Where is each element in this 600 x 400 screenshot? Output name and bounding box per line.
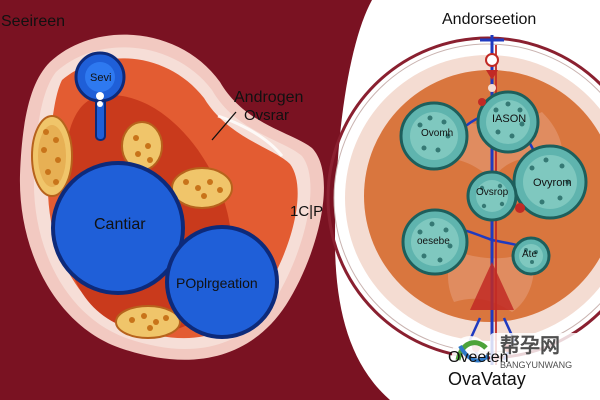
label-seeireen: Seeireen bbox=[1, 13, 66, 30]
follicle bbox=[115, 305, 181, 339]
label-ovsrop: Ovsrop bbox=[476, 187, 509, 198]
label-ate: Ate bbox=[522, 249, 538, 260]
follicle bbox=[171, 167, 233, 209]
label-androgen: Androgen bbox=[234, 89, 304, 106]
label-center-mark: 1C|P bbox=[290, 203, 324, 220]
follicle bbox=[31, 115, 73, 197]
label-iason: IASON bbox=[492, 113, 527, 125]
right-ovary bbox=[326, 35, 600, 365]
left-organ bbox=[19, 34, 324, 360]
label-andorseetion: Andorseetion bbox=[442, 11, 537, 28]
label-ovyrom: Ovyrom bbox=[533, 177, 572, 189]
label-poplr: POplrgeation bbox=[176, 275, 258, 291]
label-sevi: Sevi bbox=[90, 72, 112, 84]
poplr-body bbox=[165, 225, 279, 339]
cantiar-body bbox=[51, 161, 185, 295]
callout-line bbox=[211, 111, 237, 141]
watermark-en: BANGYUNWANG bbox=[500, 360, 573, 370]
label-ovomh: Ovomh bbox=[421, 128, 454, 139]
label-oveeten: Oveeten bbox=[448, 349, 509, 366]
follicle-ate bbox=[511, 236, 551, 276]
watermark-cn: 帮孕网 bbox=[500, 335, 560, 357]
follicle-ovyrom bbox=[512, 144, 588, 220]
watermark-logo bbox=[452, 333, 582, 375]
label-ovavatay: OvaVatay bbox=[448, 369, 526, 389]
label-cantiar: Cantiar bbox=[94, 216, 146, 233]
label-ovsrar: Ovsrar bbox=[244, 107, 289, 124]
label-qesebe: oesebe bbox=[417, 236, 450, 247]
